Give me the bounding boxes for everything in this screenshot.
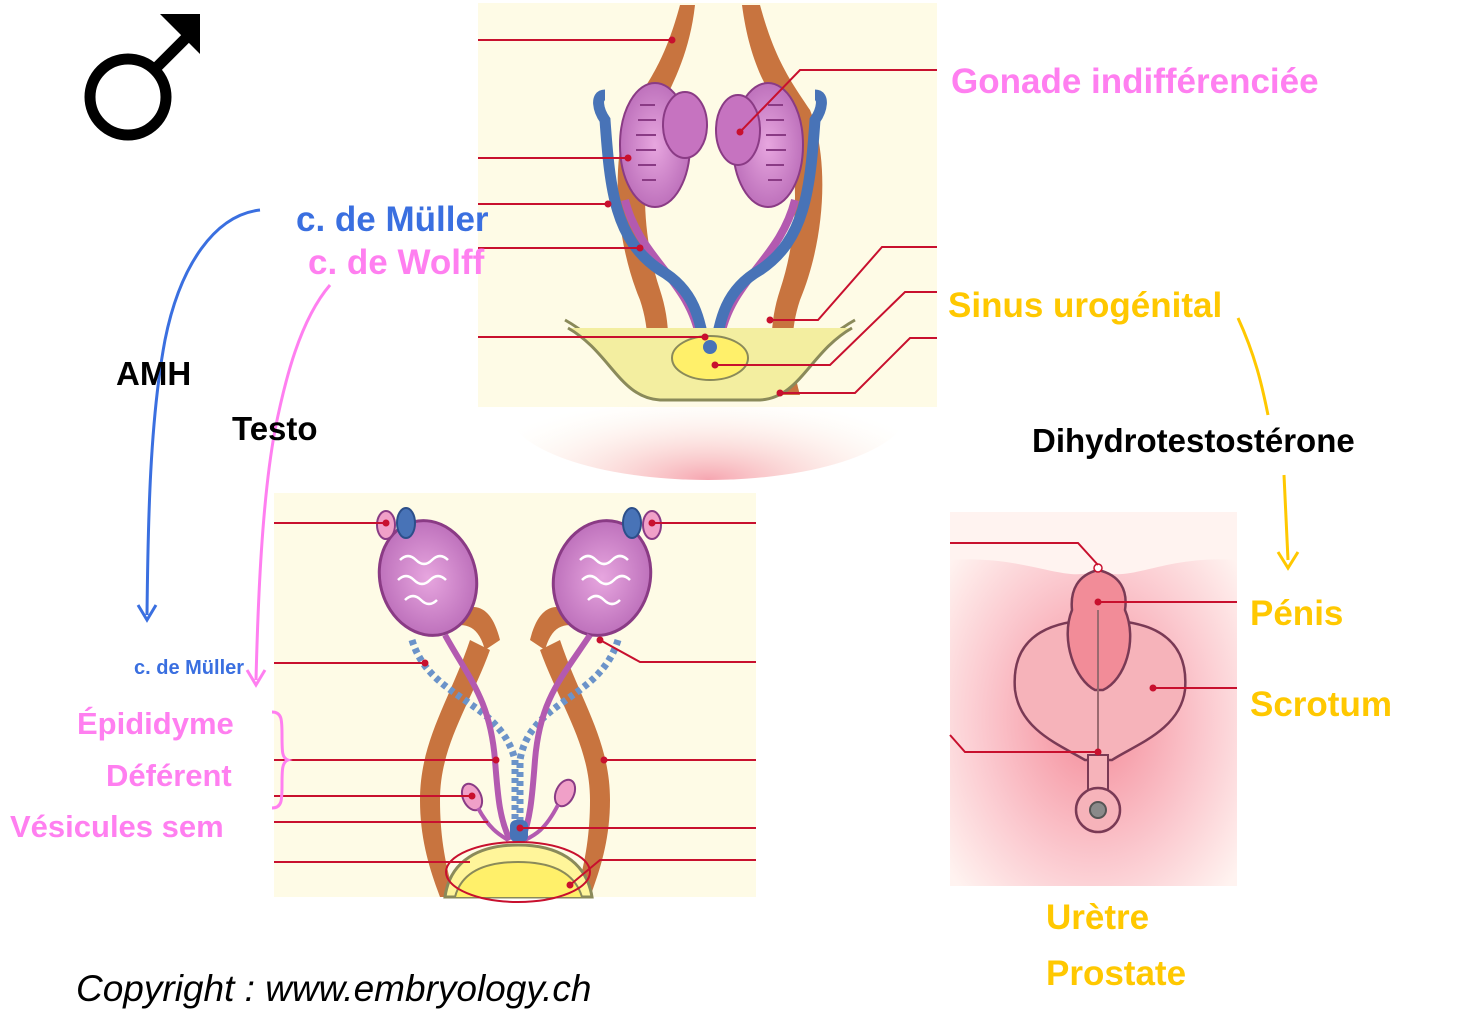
label-gonade: Gonade indifférenciée xyxy=(951,62,1319,102)
dht-arrow-down xyxy=(1278,475,1298,568)
dht-arrow-up xyxy=(1238,318,1268,415)
label-epididyme: Épididyme xyxy=(77,706,234,742)
label-wolff-top: c. de Wolff xyxy=(308,243,484,283)
label-amh: AMH xyxy=(116,355,191,393)
label-uretre: Urètre xyxy=(1046,898,1149,938)
label-muller-top: c. de Müller xyxy=(296,200,489,240)
male-symbol-icon xyxy=(90,14,200,135)
label-scrotum: Scrotum xyxy=(1250,685,1392,725)
label-penis: Pénis xyxy=(1250,594,1343,634)
label-vesicules: Vésicules sem xyxy=(10,809,224,845)
external-genitalia-illustration xyxy=(950,512,1237,886)
label-dht: Dihydrotestostérone xyxy=(1032,422,1355,460)
label-deferent: Déférent xyxy=(106,758,232,794)
label-prostate: Prostate xyxy=(1046,954,1186,994)
indifferent-stage-illustration xyxy=(478,3,937,480)
copyright-text: Copyright : www.embryology.ch xyxy=(76,968,591,1010)
male-ducts-illustration xyxy=(274,493,756,902)
label-muller-bottom: c. de Müller xyxy=(134,657,244,680)
label-sinus: Sinus urogénital xyxy=(948,286,1222,326)
label-testo: Testo xyxy=(232,410,318,448)
